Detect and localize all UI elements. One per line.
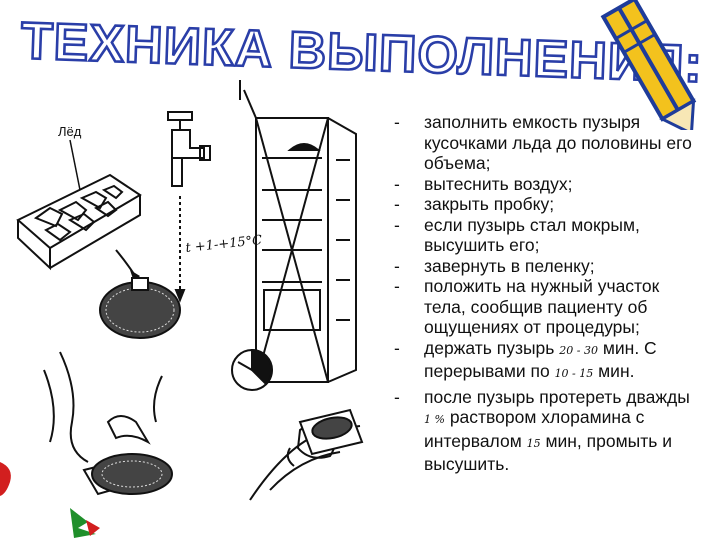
step-text: закрыть пробку; (424, 194, 555, 214)
green-shape-icon (70, 508, 96, 538)
temperature-label: t +1-+15°С (185, 233, 263, 256)
page-title-graphic: ТЕХНИКА ВЫПОЛНЕНИЯ: (19, 11, 705, 90)
hands-icon (43, 351, 173, 496)
step-item: - вытеснить воздух; (392, 174, 692, 195)
step-text: положить на нужный участок тела, сообщив… (424, 276, 660, 337)
step-text: мин. (593, 361, 635, 381)
step-text: после пузырь протереть дважды (424, 386, 690, 407)
step-item: - держать пузырь 20 - 30 мин. С перерыва… (392, 338, 692, 385)
ice-label: Лёд (58, 124, 82, 139)
step-bullet: - (394, 255, 400, 276)
refrigerator-icon (239, 80, 357, 383)
step-text: если пузырь стал мокрым, высушить его; (424, 214, 640, 256)
ice-tray-icon (16, 173, 142, 271)
step-item: - если пузырь стал мокрым, высушить его; (392, 215, 692, 256)
step-bullet: - (394, 214, 400, 235)
step-text: завернуть в пеленку; (424, 255, 595, 276)
procedure-steps: - заполнить емкость пузыря кусочками льд… (392, 112, 692, 475)
red-shape-icon (0, 462, 11, 496)
faucet-icon (167, 111, 211, 303)
step-item: - положить на нужный участок тела, сообщ… (392, 276, 692, 338)
step-item: - завернуть в пеленку; (392, 256, 692, 277)
red-shape-icon (86, 520, 100, 536)
step-text: раствором хлорамина с интервалом (424, 407, 645, 451)
step-text: держать пузырь (424, 337, 560, 358)
step-item: - заполнить емкость пузыря кусочками льд… (392, 112, 692, 174)
ice-bag-icon (99, 277, 181, 339)
break-value: 10 - 15 (554, 367, 594, 380)
step-text: заполнить емкость пузыря кусочками льда … (424, 112, 692, 173)
step-bullet: - (394, 276, 400, 296)
clock-icon (231, 348, 273, 391)
concentration-value: 1 % (424, 413, 445, 426)
step-item: - после пузырь протереть дважды 1 % раст… (392, 387, 692, 475)
step-bullet: - (394, 386, 400, 407)
interval-value: 15 (526, 436, 541, 450)
duration-value: 20 - 30 (559, 343, 598, 357)
step-bullet: - (394, 112, 400, 132)
step-bullet: - (394, 337, 400, 358)
step-text: мин, промыть и высушить. (424, 430, 672, 475)
step-bullet: - (394, 173, 400, 194)
step-text: вытеснить воздух; (424, 173, 573, 194)
step-text: мин. С перерывами по (424, 337, 657, 382)
procedure-illustrations: Лёд t +1-+15°С (16, 80, 364, 501)
step-bullet: - (394, 194, 400, 214)
patient-icon (249, 408, 364, 501)
corner-decoration (0, 462, 100, 538)
step-item: - закрыть пробку; (392, 194, 692, 215)
pencil-icon (600, 0, 697, 130)
